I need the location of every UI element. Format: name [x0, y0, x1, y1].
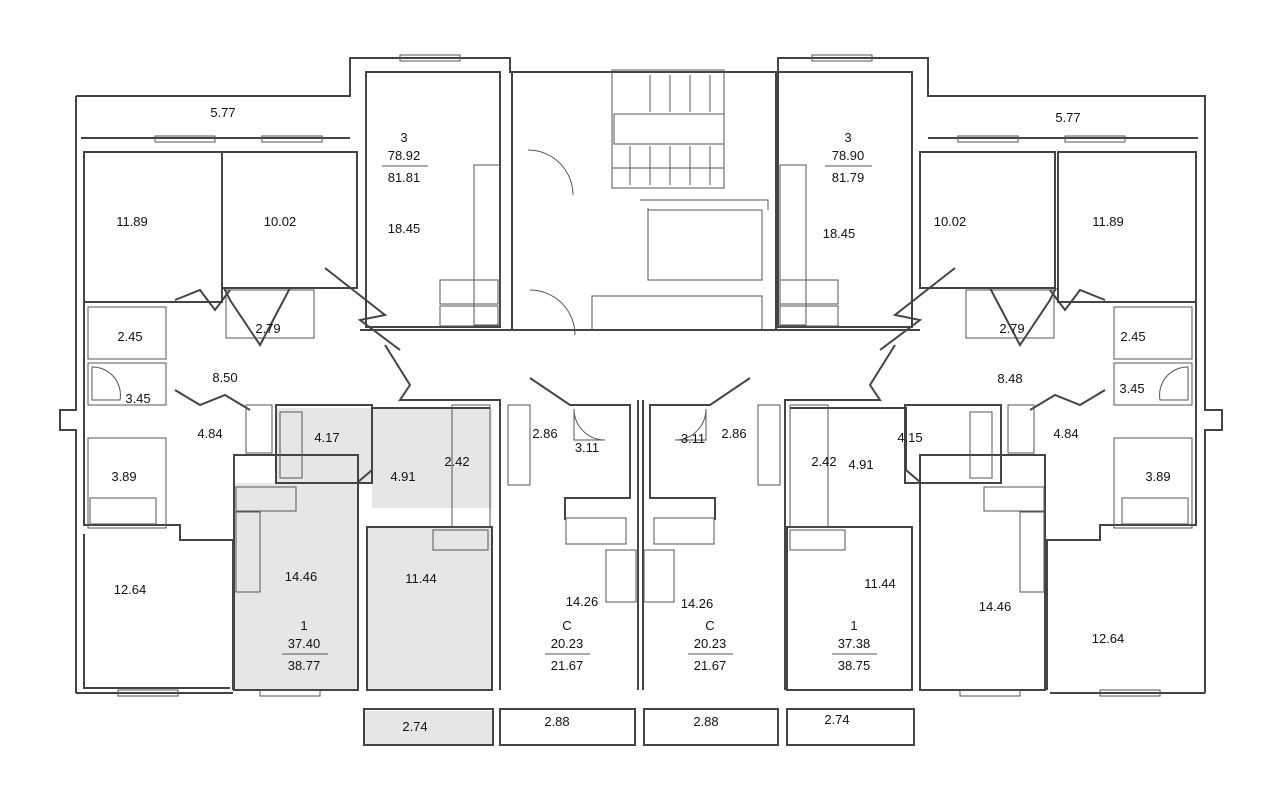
- label-balc-274-e: 2.74: [824, 712, 849, 727]
- apt-w3-total: 81.81: [388, 170, 421, 185]
- label-w-850: 8.50: [212, 370, 237, 385]
- label-w-1446: 14.46: [285, 569, 318, 584]
- apt-w3-living: 78.92: [388, 148, 421, 163]
- label-se-1426: 14.26: [681, 596, 714, 611]
- apt-e1-total: 38.75: [838, 658, 871, 673]
- label-e-1002: 10.02: [934, 214, 967, 229]
- apt-se-rooms: С: [705, 618, 714, 633]
- label-e-848: 8.48: [997, 371, 1022, 386]
- label-w-242: 2.42: [444, 454, 469, 469]
- apt-w3-rooms: 3: [400, 130, 407, 145]
- apt-e1-living: 37.38: [838, 636, 871, 651]
- stair-core: [511, 69, 777, 336]
- label-e-245: 2.45: [1120, 329, 1145, 344]
- label-e-1845: 18.45: [823, 226, 856, 241]
- label-balc-274-w: 2.74: [402, 719, 427, 734]
- label-balc-nw: 5.77: [210, 105, 235, 120]
- label-w-484: 4.84: [197, 426, 222, 441]
- apt-se-living: 20.23: [694, 636, 727, 651]
- apt-w1-living: 37.40: [288, 636, 321, 651]
- apt-w1-total: 38.77: [288, 658, 321, 673]
- label-e-1446: 14.46: [979, 599, 1012, 614]
- label-e-345: 3.45: [1119, 381, 1144, 396]
- label-sw-1426: 14.26: [566, 594, 599, 609]
- label-balc-ne: 5.77: [1055, 110, 1080, 125]
- outer-walls: [59, 57, 1223, 746]
- label-e-286: 2.86: [721, 426, 746, 441]
- east-3room-walls: [777, 71, 1197, 690]
- label-e-242: 2.42: [811, 454, 836, 469]
- label-balc-288-w: 2.88: [544, 714, 569, 729]
- label-e-311: 3.11: [681, 431, 705, 446]
- label-balc-288-e: 2.88: [693, 714, 718, 729]
- label-w-345: 3.45: [125, 391, 150, 406]
- label-e-1264: 12.64: [1092, 631, 1125, 646]
- apt-se-total: 21.67: [694, 658, 727, 673]
- label-w-1189: 11.89: [116, 214, 148, 229]
- label-w-279: 2.79: [255, 321, 280, 336]
- label-e-279: 2.79: [999, 321, 1024, 336]
- label-e-1189: 11.89: [1092, 214, 1124, 229]
- label-e-484: 4.84: [1053, 426, 1078, 441]
- corridor-walls: [360, 329, 920, 690]
- area-labels: 5.77 5.77 3 78.92 81.81 3 78.90 81.79 11…: [111, 105, 1170, 734]
- label-w-417: 4.17: [314, 430, 339, 445]
- label-w-245: 2.45: [117, 329, 142, 344]
- label-w-1264: 12.64: [114, 582, 147, 597]
- highlighted-apartment: [234, 408, 492, 744]
- label-w-1144: 11.44: [405, 571, 437, 586]
- apt-sw-living: 20.23: [551, 636, 584, 651]
- apt-e3-total: 81.79: [832, 170, 865, 185]
- windows: [117, 54, 1161, 697]
- fixtures: [89, 164, 1189, 603]
- apt-sw-total: 21.67: [551, 658, 584, 673]
- label-w-491: 4.91: [390, 469, 415, 484]
- apt-e3-living: 78.90: [832, 148, 865, 163]
- label-e-389: 3.89: [1145, 469, 1170, 484]
- label-w-311: 3.11: [575, 440, 599, 455]
- apt-w1-rooms: 1: [300, 618, 307, 633]
- label-w-1845: 18.45: [388, 221, 421, 236]
- label-e-415: 4.15: [897, 430, 922, 445]
- label-w-1002: 10.02: [264, 214, 297, 229]
- apt-e1-rooms: 1: [850, 618, 857, 633]
- label-e-1144: 11.44: [864, 576, 896, 591]
- apt-e3-rooms: 3: [844, 130, 851, 145]
- label-w-286: 2.86: [532, 426, 557, 441]
- label-w-389: 3.89: [111, 469, 136, 484]
- label-e-491: 4.91: [848, 457, 873, 472]
- apt-sw-rooms: С: [562, 618, 571, 633]
